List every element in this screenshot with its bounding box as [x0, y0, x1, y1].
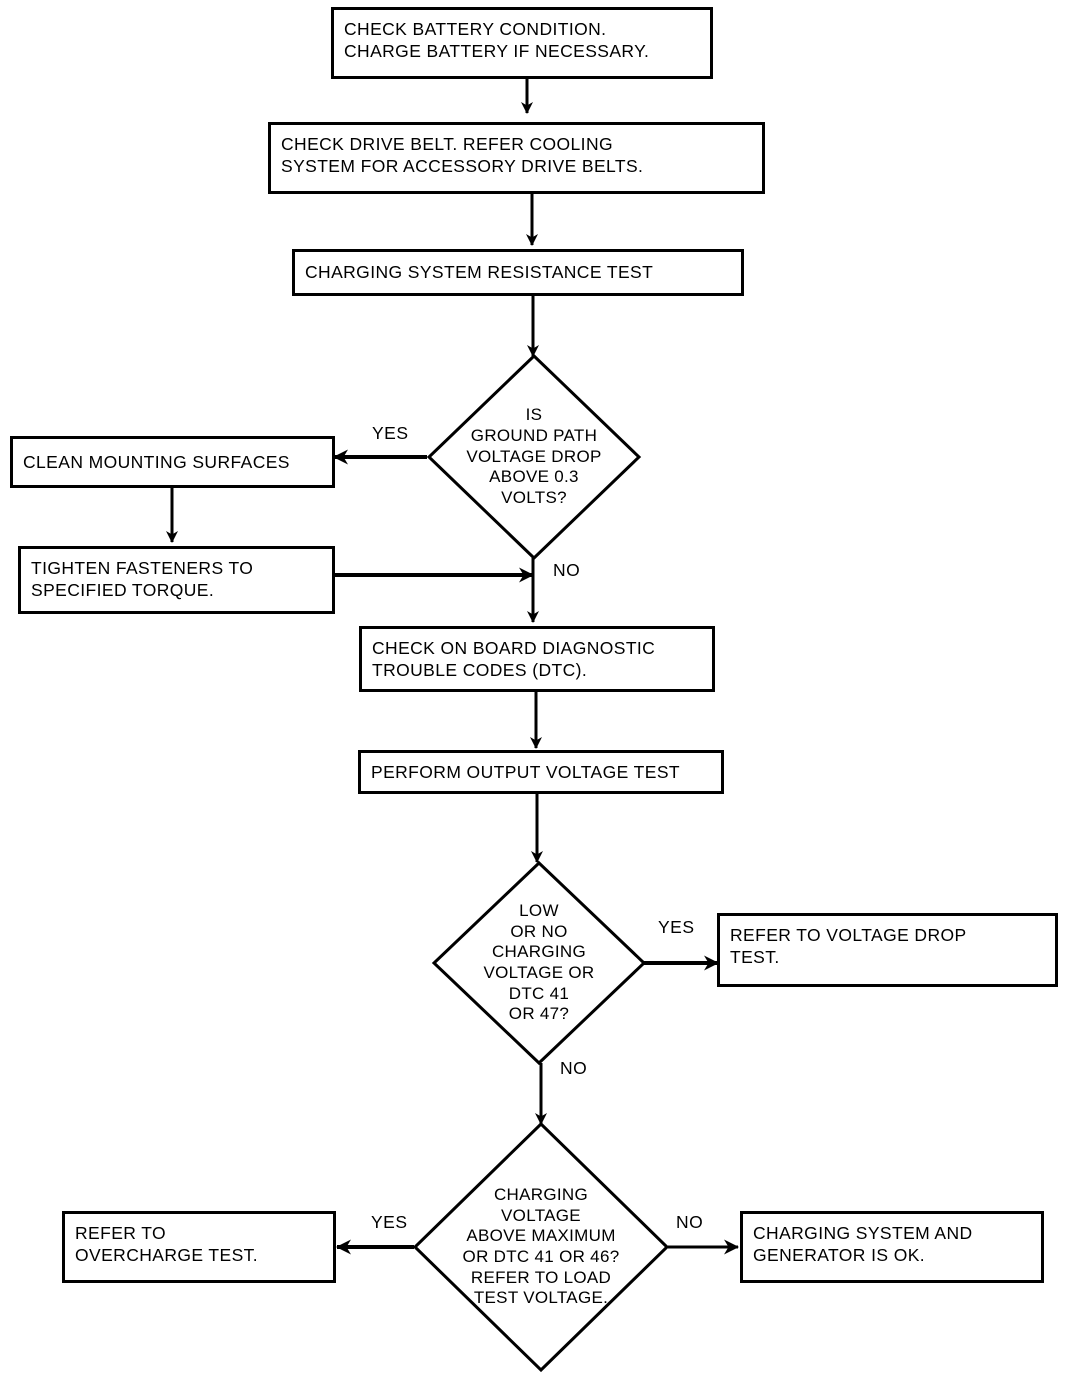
edge-label-groundpath-no: NO: [553, 560, 581, 580]
edge-label-lowcharging-no: NO: [560, 1058, 588, 1078]
node-refer-overcharge-test[interactable]: REFER TO OVERCHARGE TEST.: [62, 1211, 336, 1283]
edge-label-lowcharging-yes: YES: [658, 917, 695, 937]
node-system-ok-label: CHARGING SYSTEM AND GENERATOR IS OK.: [753, 1223, 973, 1266]
node-check-dtc[interactable]: CHECK ON BOARD DIAGNOSTIC TROUBLE CODES …: [359, 626, 715, 692]
node-above-maximum-decision[interactable]: CHARGING VOLTAGE ABOVE MAXIMUM OR DTC 41…: [412, 1121, 670, 1373]
node-check-battery-label: CHECK BATTERY CONDITION. CHARGE BATTERY …: [344, 19, 650, 62]
edge-label-groundpath-yes: YES: [372, 423, 409, 443]
node-ground-path-decision[interactable]: IS GROUND PATH VOLTAGE DROP ABOVE 0.3 VO…: [426, 353, 642, 561]
node-system-ok[interactable]: CHARGING SYSTEM AND GENERATOR IS OK.: [740, 1211, 1044, 1283]
node-clean-mounting-surfaces-label: CLEAN MOUNTING SURFACES: [23, 451, 290, 472]
node-refer-voltage-drop-test-label: REFER TO VOLTAGE DROP TEST.: [730, 925, 967, 968]
diamond-shape: [431, 860, 647, 1066]
node-resistance-test[interactable]: CHARGING SYSTEM RESISTANCE TEST: [292, 249, 744, 296]
node-refer-voltage-drop-test[interactable]: REFER TO VOLTAGE DROP TEST.: [717, 913, 1058, 987]
diamond-shape: [412, 1121, 670, 1373]
node-tighten-fasteners-label: TIGHTEN FASTENERS TO SPECIFIED TORQUE.: [31, 558, 254, 601]
node-output-voltage-test-label: PERFORM OUTPUT VOLTAGE TEST: [371, 761, 680, 782]
node-check-dtc-label: CHECK ON BOARD DIAGNOSTIC TROUBLE CODES …: [372, 638, 656, 681]
node-check-drive-belt-label: CHECK DRIVE BELT. REFER COOLING SYSTEM F…: [281, 134, 644, 177]
node-resistance-test-label: CHARGING SYSTEM RESISTANCE TEST: [305, 262, 654, 283]
node-tighten-fasteners[interactable]: TIGHTEN FASTENERS TO SPECIFIED TORQUE.: [18, 546, 335, 614]
node-check-drive-belt[interactable]: CHECK DRIVE BELT. REFER COOLING SYSTEM F…: [268, 122, 765, 194]
node-check-battery[interactable]: CHECK BATTERY CONDITION. CHARGE BATTERY …: [331, 7, 713, 79]
edge-label-abovemax-yes: YES: [371, 1212, 408, 1232]
edge-label-abovemax-no: NO: [676, 1212, 704, 1232]
node-clean-mounting-surfaces[interactable]: CLEAN MOUNTING SURFACES: [10, 436, 335, 488]
node-refer-overcharge-test-label: REFER TO OVERCHARGE TEST.: [75, 1223, 259, 1266]
diamond-shape: [426, 353, 642, 561]
node-output-voltage-test[interactable]: PERFORM OUTPUT VOLTAGE TEST: [358, 750, 724, 794]
node-low-charging-decision[interactable]: LOW OR NO CHARGING VOLTAGE OR DTC 41 OR …: [431, 860, 647, 1066]
